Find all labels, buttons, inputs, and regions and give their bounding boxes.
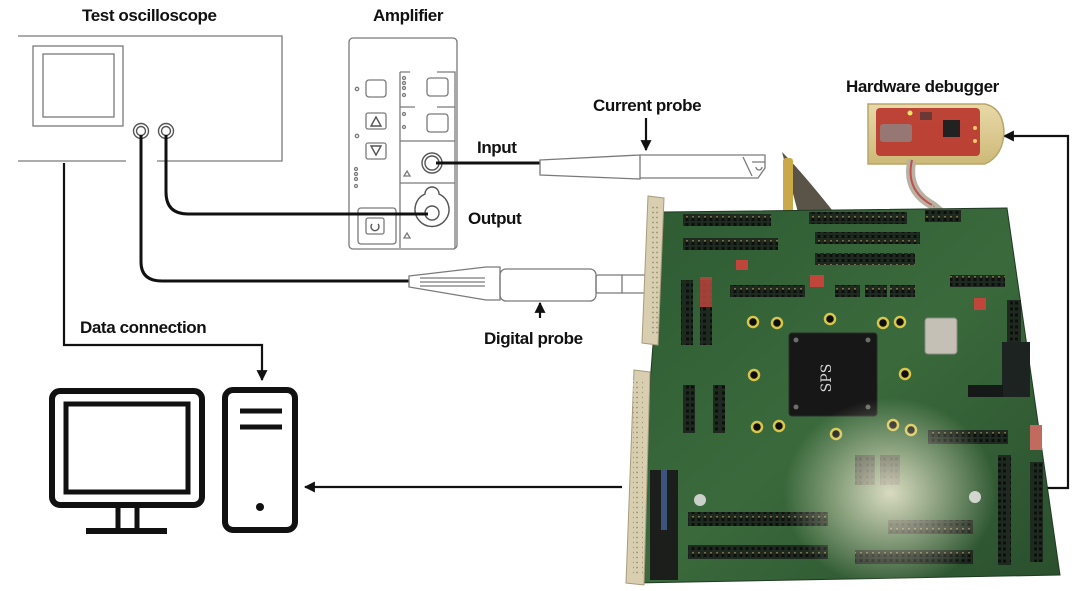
data-connection-label: Data connection bbox=[80, 318, 206, 337]
output-label: Output bbox=[468, 209, 522, 228]
debugger-chip bbox=[943, 120, 960, 137]
data-connection-line bbox=[62, 163, 268, 382]
oscilloscope-screen bbox=[42, 53, 115, 118]
dev-board: SPS bbox=[625, 152, 1061, 588]
amp-button-2[interactable] bbox=[426, 77, 449, 97]
oscilloscope-body bbox=[18, 35, 283, 162]
monitor-icon bbox=[49, 388, 205, 534]
oscilloscope-label: Test oscilloscope bbox=[82, 6, 217, 25]
amp-button-3[interactable] bbox=[426, 113, 449, 133]
refresh-icon bbox=[370, 223, 380, 232]
amp-reset-button[interactable] bbox=[365, 217, 385, 235]
current-probe-handle bbox=[539, 154, 641, 180]
oscilloscope-screen-bezel bbox=[32, 45, 124, 127]
amp-down-button[interactable] bbox=[365, 142, 387, 160]
amp-output-connector[interactable] bbox=[414, 186, 450, 228]
amplifier-body bbox=[348, 37, 458, 250]
coax-cable bbox=[782, 152, 840, 220]
sma-connector bbox=[783, 158, 793, 213]
input-label: Input bbox=[477, 138, 517, 157]
output-cable bbox=[164, 135, 428, 216]
amplifier: Amplifier Input Output bbox=[348, 6, 522, 250]
current-probe-jaw bbox=[640, 154, 766, 179]
current-probe-label: Current probe bbox=[593, 96, 701, 115]
pc-tower-icon bbox=[222, 387, 298, 533]
digital-probe-grip bbox=[408, 266, 501, 301]
amp-right-panel bbox=[399, 71, 456, 248]
amp-button-1[interactable] bbox=[365, 79, 387, 98]
digital-probe-label: Digital probe bbox=[484, 329, 583, 348]
amp-left-bottom-panel bbox=[357, 207, 397, 245]
triangle-up-icon bbox=[369, 115, 383, 127]
digital-probe-cable bbox=[139, 135, 409, 283]
current-probe: Current probe bbox=[539, 96, 766, 180]
digital-probe-body bbox=[499, 268, 597, 302]
hardware-debugger-label: Hardware debugger bbox=[846, 77, 1000, 96]
hardware-debugger: Hardware debugger bbox=[846, 77, 1005, 165]
oscilloscope: Test oscilloscope bbox=[18, 6, 283, 162]
triangle-down-icon bbox=[369, 145, 383, 157]
amplifier-label: Amplifier bbox=[373, 6, 444, 25]
amp-up-button[interactable] bbox=[365, 112, 387, 130]
